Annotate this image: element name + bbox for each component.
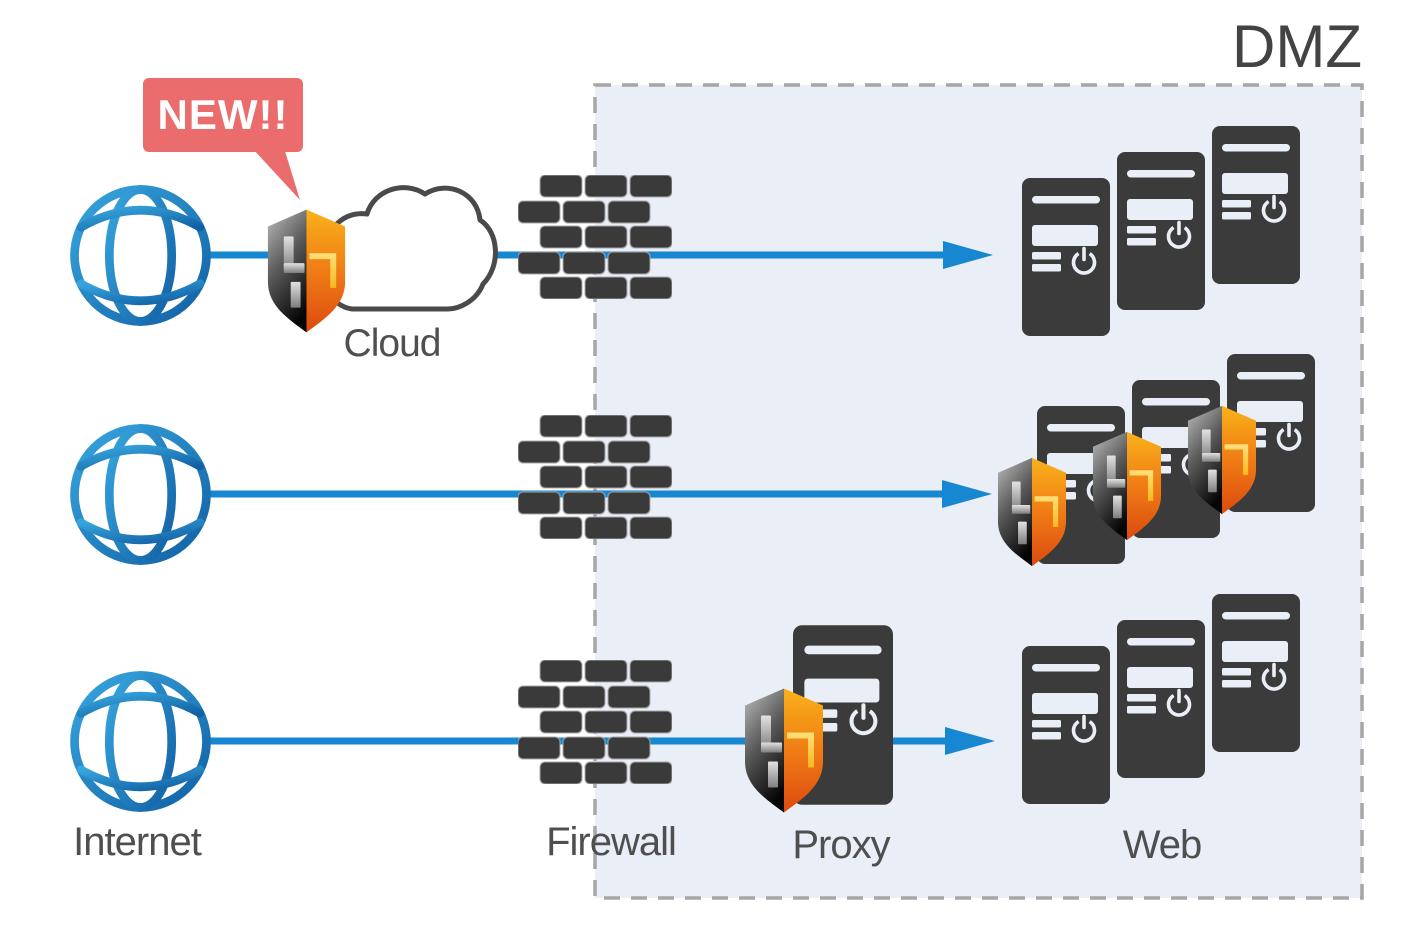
- cloud-icon: [324, 185, 498, 312]
- proxy-label: Proxy: [792, 823, 890, 867]
- server-tower-icon: [1022, 646, 1110, 804]
- firewall-brick-icon: [518, 660, 672, 784]
- dmz-label: DMZ: [1232, 13, 1362, 80]
- badge-tail: [252, 148, 300, 200]
- arrow-right-icon: [945, 727, 995, 755]
- new-badge-text: NEW!!: [157, 91, 289, 138]
- cloud-label: Cloud: [343, 322, 442, 365]
- arrow-right-icon: [942, 480, 992, 508]
- arrow-right-icon: [943, 241, 993, 269]
- security-shield-icon: [267, 209, 346, 333]
- server-tower-icon: [1212, 594, 1300, 752]
- firewall-brick-icon: [518, 175, 672, 299]
- globe-icon: [75, 429, 207, 561]
- server-tower-icon: [1022, 178, 1110, 336]
- globe-icon: [75, 190, 207, 322]
- web-label: Web: [1122, 823, 1203, 867]
- internet-label: Internet: [73, 820, 202, 864]
- new-badge: NEW!!: [143, 78, 303, 152]
- arrow-heads: [942, 241, 995, 755]
- server-tower-icon: [1212, 126, 1300, 284]
- server-tower-icon: [1117, 152, 1205, 310]
- firewall-label: Firewall: [546, 820, 677, 864]
- firewall-brick-icon: [518, 415, 672, 539]
- globe-icon: [75, 676, 207, 808]
- server-tower-icon: [1117, 620, 1205, 778]
